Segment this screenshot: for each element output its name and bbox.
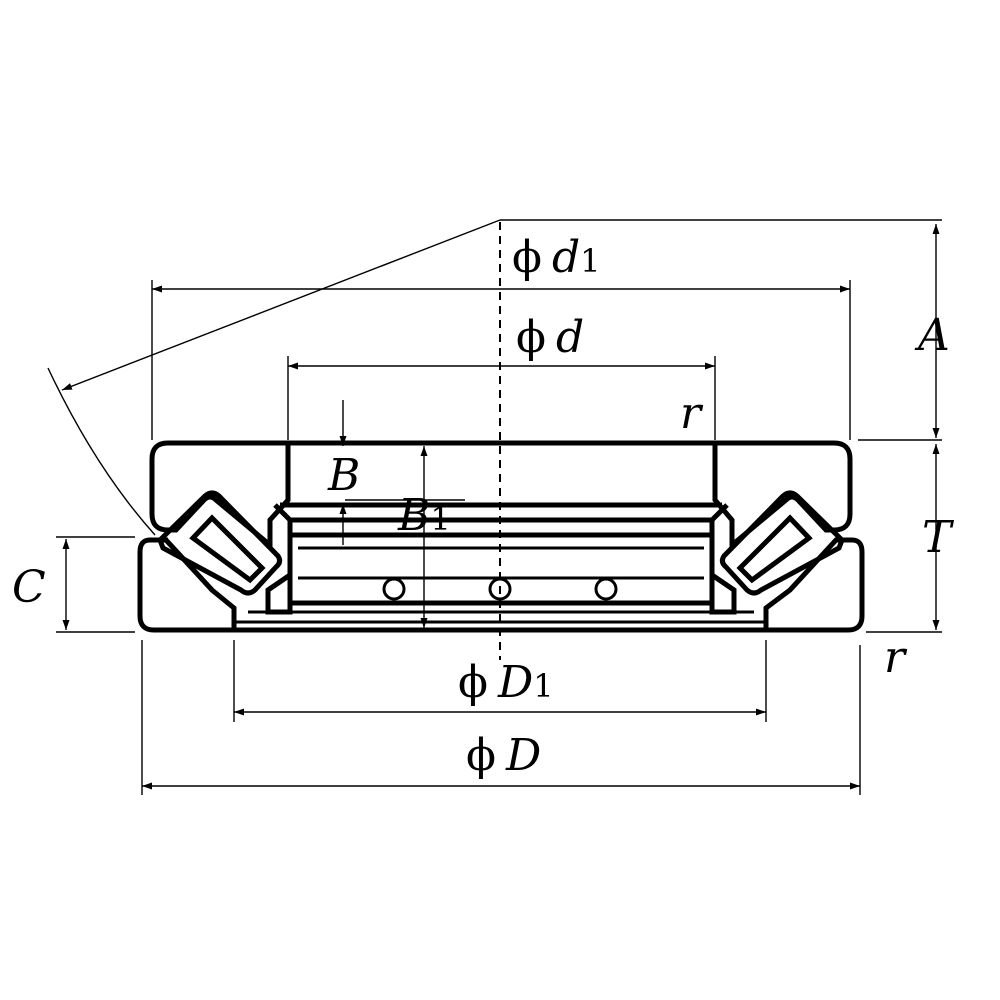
housing-washer [137,537,865,633]
shaft-washer-left [149,440,291,551]
label-A: A [914,310,950,361]
label-B: B [327,450,360,501]
dim-A-leader [61,219,501,391]
label-T: T [922,512,955,563]
cage-hole-left [382,577,406,601]
extension-lines [56,219,942,795]
left-roller [157,490,283,596]
right-roller [719,490,845,596]
cage-hole-right [594,577,618,601]
label-B1: B1 [397,490,451,541]
label-C: C [12,562,46,613]
aligning-arc [47,367,156,536]
dimension-lines [47,219,940,790]
label-r-bottom: r [884,632,908,683]
shaft-washer-right [712,440,853,551]
label-r-top: r [680,388,704,439]
